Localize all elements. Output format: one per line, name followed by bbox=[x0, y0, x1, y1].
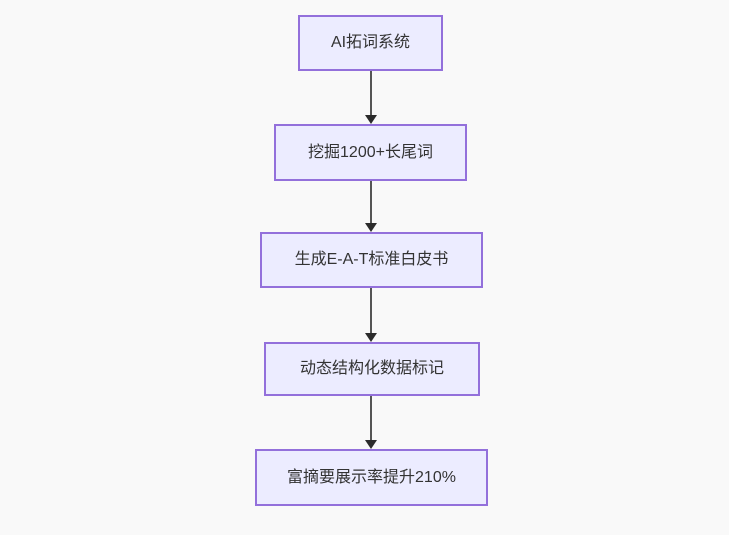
flow-node-label: 生成E-A-T标准白皮书 bbox=[294, 251, 449, 268]
flow-node-longtail-mining: 挖掘1200+长尾词 bbox=[274, 124, 467, 181]
flow-node-label: 挖掘1200+长尾词 bbox=[308, 143, 433, 161]
flow-node-structured-data: 动态结构化数据标记 bbox=[264, 342, 480, 396]
flow-node-rich-snippet-result: 富摘要展示率提升210% bbox=[255, 449, 488, 506]
edge-line bbox=[370, 396, 372, 440]
arrowhead-down-icon bbox=[365, 115, 377, 124]
edge-line bbox=[370, 71, 372, 115]
flow-node-ai-expansion: AI拓词系统 bbox=[298, 15, 443, 71]
flow-node-label: AI拓词系统 bbox=[330, 34, 411, 51]
flow-edge-4 bbox=[365, 396, 377, 449]
arrowhead-down-icon bbox=[365, 223, 377, 232]
flow-node-eat-whitepaper: 生成E-A-T标准白皮书 bbox=[260, 232, 483, 288]
edge-line bbox=[370, 288, 372, 333]
arrowhead-down-icon bbox=[365, 440, 377, 449]
flow-edge-3 bbox=[365, 288, 377, 342]
flow-node-label: 富摘要展示率提升210% bbox=[287, 468, 456, 486]
arrowhead-down-icon bbox=[365, 333, 377, 342]
flow-node-label: 动态结构化数据标记 bbox=[299, 360, 444, 377]
flow-edge-2 bbox=[365, 181, 377, 232]
flow-edge-1 bbox=[365, 71, 377, 124]
edge-line bbox=[370, 181, 372, 223]
